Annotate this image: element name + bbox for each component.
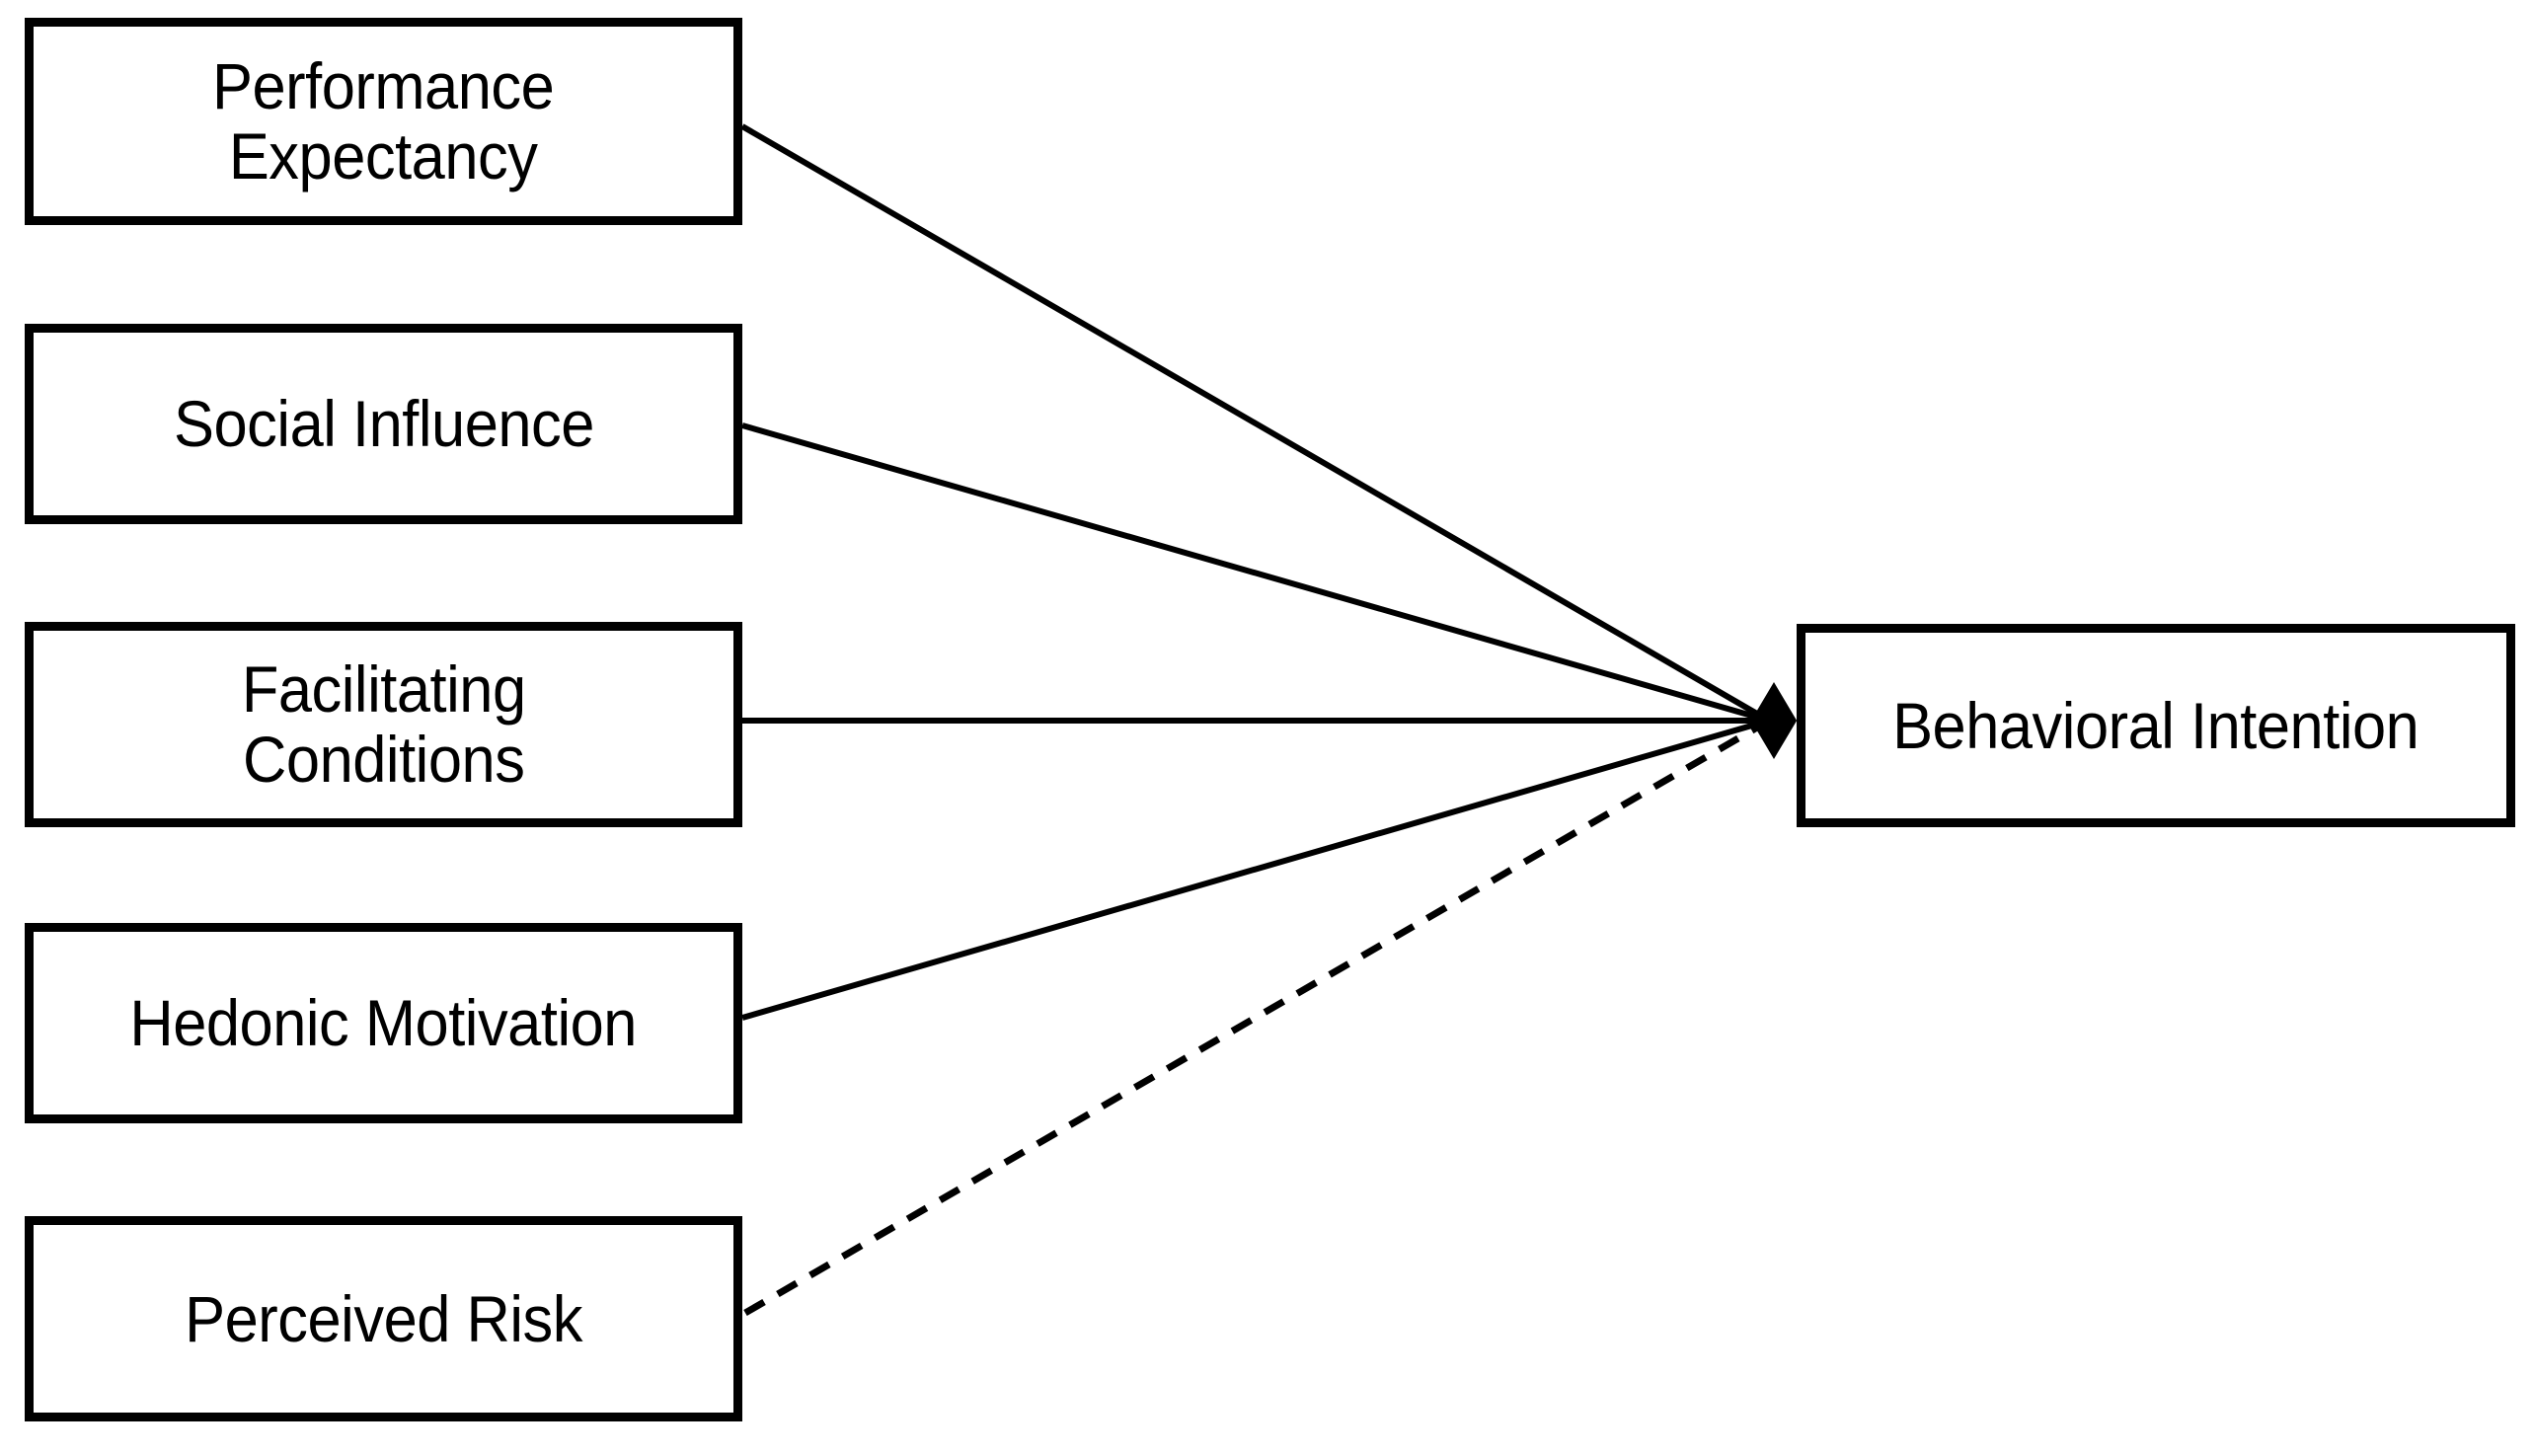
node-label-facilitating-conditions: Facilitating Conditions <box>241 652 526 796</box>
node-label-social-influence: Social Influence <box>173 387 594 461</box>
edge-social-influence-to-behavioral-intention <box>741 422 1770 724</box>
node-label-perceived-risk: Perceived Risk <box>185 1281 582 1355</box>
node-performance-expectancy[interactable]: Performance Expectancy <box>25 18 742 225</box>
node-label-hedonic-motivation: Hedonic Motivation <box>129 986 638 1060</box>
node-social-influence[interactable]: Social Influence <box>25 324 742 524</box>
node-label-performance-expectancy: Performance Expectancy <box>212 49 555 192</box>
node-facilitating-conditions[interactable]: Facilitating Conditions <box>25 622 742 827</box>
node-label-behavioral-intention: Behavioral Intention <box>1892 688 2419 762</box>
node-hedonic-motivation[interactable]: Hedonic Motivation <box>25 923 742 1123</box>
node-behavioral-intention[interactable]: Behavioral Intention <box>1797 624 2515 827</box>
arrowhead-diamond-icon <box>1750 682 1798 759</box>
edge-perceived-risk-to-behavioral-intention <box>743 717 1771 1317</box>
edge-hedonic-motivation-to-behavioral-intention <box>741 718 1770 1021</box>
node-perceived-risk[interactable]: Perceived Risk <box>25 1216 742 1421</box>
edge-performance-expectancy-to-behavioral-intention <box>740 123 1771 724</box>
